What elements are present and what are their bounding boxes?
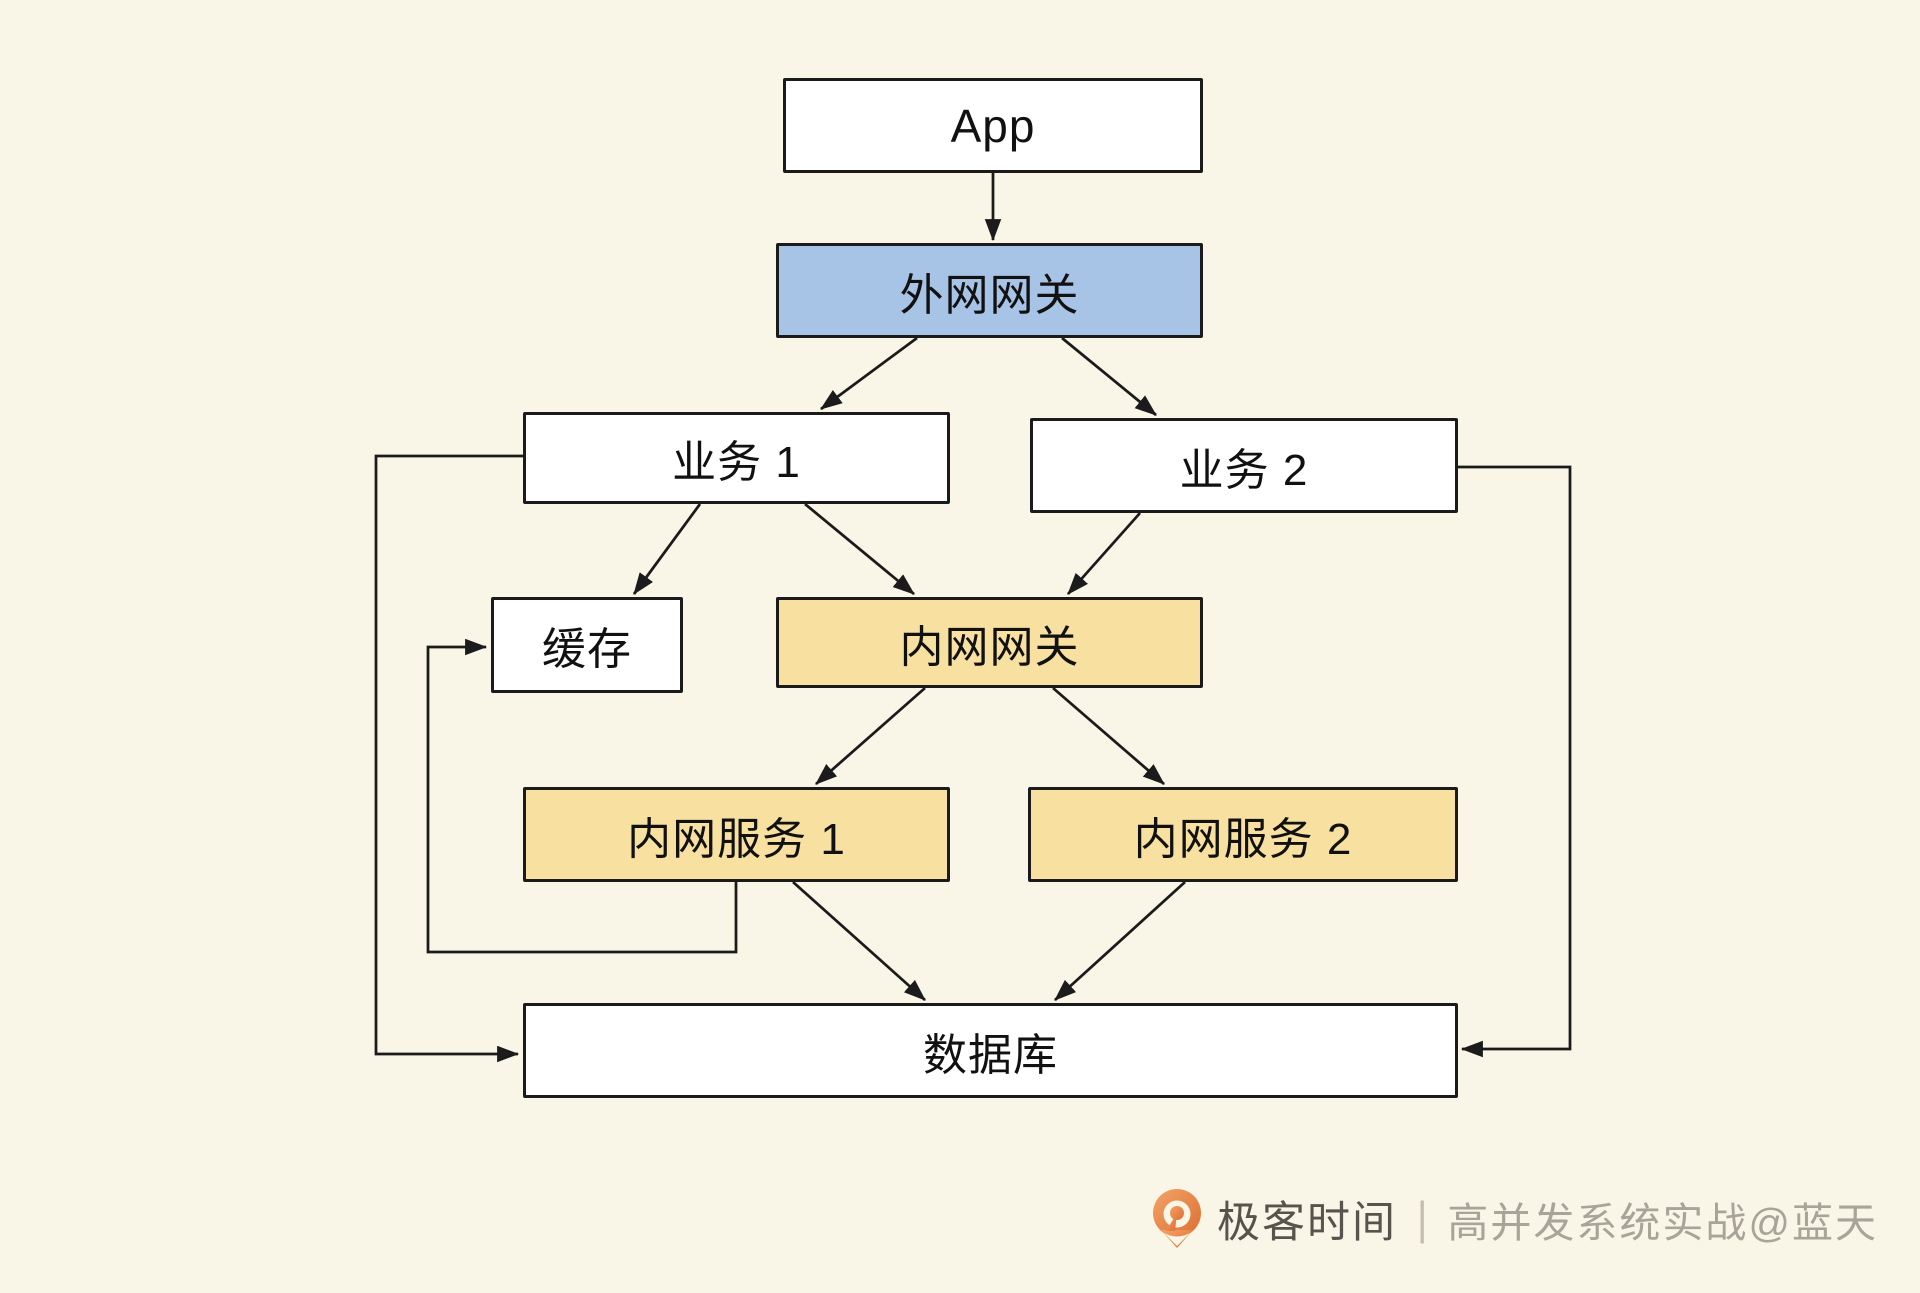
edge-biz1-to-int-gateway — [804, 502, 915, 596]
node-app-label: App — [950, 99, 1036, 152]
edge-ext-gateway-to-biz1 — [820, 336, 918, 411]
node-cache-label: 缓存 — [542, 625, 632, 674]
node-external-gateway-label: 外网网关 — [899, 270, 1080, 320]
node-internal-gateway: 内网网关 — [776, 597, 1203, 688]
node-business-2: 业务 2 — [1030, 418, 1458, 513]
node-internal-gateway-label: 内网网关 — [899, 622, 1080, 672]
node-app: App — [783, 78, 1203, 173]
edge-svc1-to-db — [792, 880, 926, 1002]
node-database-label: 数据库 — [923, 1030, 1058, 1080]
edge-biz1-to-db-left-route — [374, 454, 523, 1063]
edge-int-gateway-to-svc2 — [1052, 686, 1165, 786]
node-business-2-label: 业务 2 — [1179, 445, 1309, 495]
edge-biz2-to-db-right-route — [1458, 465, 1572, 1058]
geektime-brand-text: 极客时间 — [1216, 1199, 1397, 1247]
node-internal-service-1-label: 内网服务 1 — [627, 814, 846, 864]
edge-ext-gateway-to-biz2 — [1061, 336, 1157, 417]
node-internal-service-1: 内网服务 1 — [523, 787, 950, 882]
edge-biz2-to-int-gateway — [1066, 512, 1142, 595]
node-external-gateway: 外网网关 — [776, 243, 1203, 338]
watermark-footer: 极客时间 | 高并发系统实战@蓝天 — [1151, 1188, 1878, 1250]
geektime-logo-icon — [1152, 1189, 1201, 1248]
node-business-1-label: 业务 1 — [672, 438, 801, 487]
node-internal-service-2-label: 内网服务 2 — [1133, 814, 1353, 864]
node-database: 数据库 — [523, 1003, 1458, 1098]
course-credit-text: 高并发系统实战@蓝天 — [1447, 1200, 1878, 1246]
edge-svc2-to-db — [1054, 880, 1186, 1002]
node-cache: 缓存 — [491, 597, 683, 693]
node-business-1: 业务 1 — [523, 412, 950, 504]
edge-biz1-to-cache — [632, 503, 702, 595]
node-internal-service-2: 内网服务 2 — [1028, 787, 1458, 882]
edge-int-gateway-to-svc1 — [815, 686, 926, 786]
footer-divider: | — [1416, 1193, 1428, 1244]
